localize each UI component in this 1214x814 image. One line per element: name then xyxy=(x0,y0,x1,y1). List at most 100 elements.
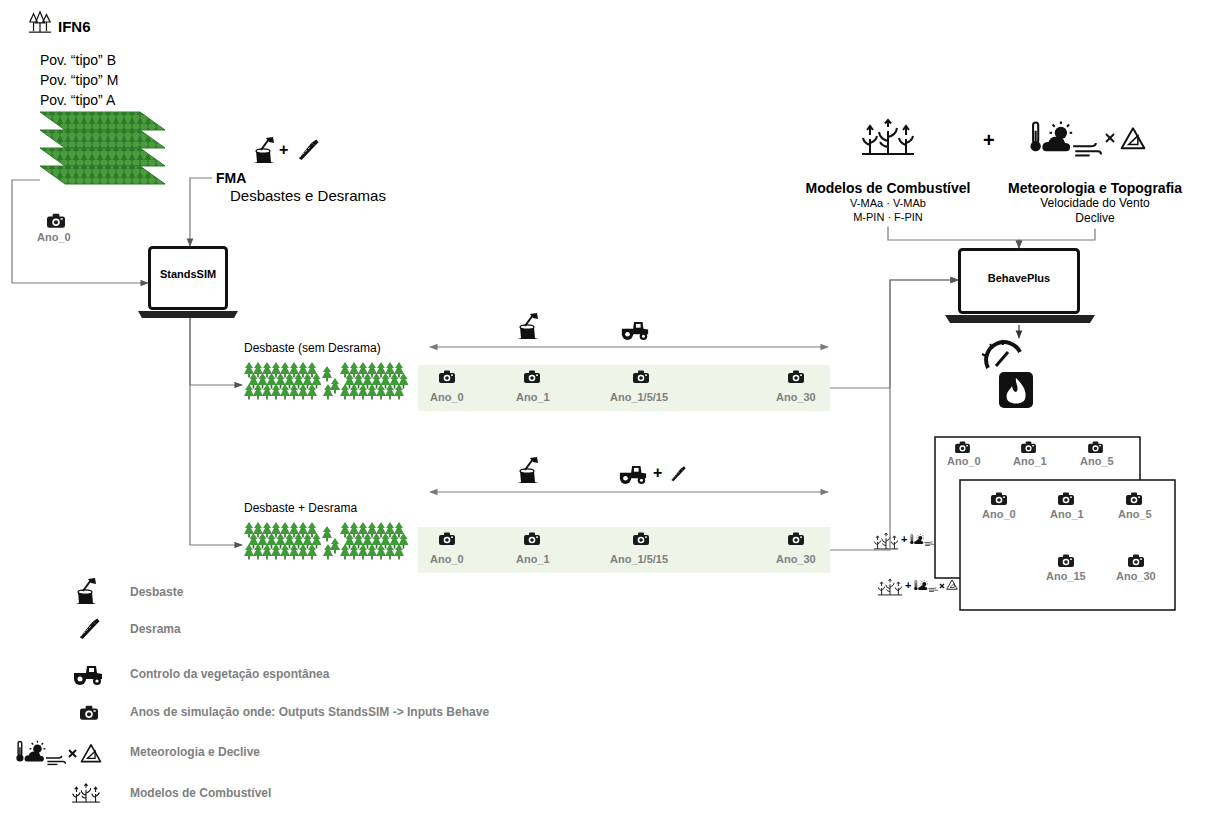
simulator-laptop: StandsSIM xyxy=(148,246,228,318)
timeline-band-text: Ano_30 xyxy=(776,391,816,404)
camera-icon xyxy=(1126,493,1142,506)
pine-tree xyxy=(323,544,333,560)
output-card-text: Ano_0 xyxy=(947,455,981,468)
pine-tree xyxy=(394,384,404,400)
pruning-icon xyxy=(671,466,685,481)
output-card-text: Ano_0 xyxy=(982,508,1016,521)
camera-icon xyxy=(80,706,98,720)
fuel-model-icon xyxy=(862,120,914,154)
pine-tree xyxy=(340,384,350,400)
output-card-text: Ano_30 xyxy=(1116,570,1156,583)
fuel-models-block-text: M-PIN · F-PIN xyxy=(806,211,971,224)
pruning-icon xyxy=(80,618,100,639)
flow-connector xyxy=(190,178,212,246)
camera-icon xyxy=(1128,555,1144,568)
camera-icon xyxy=(524,371,540,384)
camera-icon xyxy=(991,493,1007,506)
plus-sign: + xyxy=(983,129,995,152)
pine-tree xyxy=(367,384,377,400)
thinning-icon xyxy=(518,457,538,483)
timeline-band-text: Ano_1/5/15 xyxy=(610,553,668,566)
fuel-model-icon xyxy=(72,784,100,802)
timeline-band: Ano_0Ano_1Ano_1/5/15Ano_30 xyxy=(418,527,830,573)
weather-block-text: Declive xyxy=(1008,212,1182,226)
timeline-arrow xyxy=(430,346,828,347)
camera-icon xyxy=(439,533,455,546)
thinning-icon xyxy=(76,578,96,604)
pine-tree xyxy=(322,366,332,382)
weather-icon xyxy=(910,534,933,545)
pine-tree xyxy=(394,544,404,560)
thinning-icon xyxy=(254,137,274,163)
management-block-text: FMA xyxy=(216,170,246,186)
weather-icon xyxy=(1031,122,1101,156)
timeline-arrow xyxy=(430,491,828,492)
tractor-icon xyxy=(74,666,102,685)
times-sign xyxy=(1106,134,1114,142)
pine-tree xyxy=(385,384,395,400)
camera-icon xyxy=(1058,555,1074,568)
camera-icon xyxy=(1088,441,1103,453)
output-card-text: Ano_1 xyxy=(1050,508,1084,521)
pine-tree xyxy=(358,544,368,560)
flow-connector xyxy=(190,318,242,545)
management-block-text: Desbastes e Desramas xyxy=(230,187,386,204)
forest-inventory-text: Pov. “tipo” M xyxy=(40,72,118,88)
pine-tree xyxy=(262,384,272,400)
tractor-icon xyxy=(622,322,648,340)
scenario-stand-text: Desbaste + Desrama xyxy=(244,502,357,516)
pine-tree xyxy=(262,544,272,560)
pine-tree xyxy=(322,526,332,542)
forest-icon xyxy=(29,12,51,32)
legend-entry: Meteorologia e Declive xyxy=(130,746,260,760)
output-card-text: Ano_15 xyxy=(1046,570,1086,583)
pine-tree xyxy=(253,544,263,560)
pine-tree xyxy=(289,384,299,400)
pine-tree xyxy=(358,384,368,400)
pine-tree xyxy=(376,544,386,560)
camera-icon xyxy=(1058,493,1074,506)
output-card: Ano_0Ano_1Ano_5 xyxy=(935,437,1140,578)
fuel-model-icon xyxy=(878,579,902,595)
pine-tree xyxy=(376,384,386,400)
fuel-models-block-text: V-MAa · V-MAb xyxy=(806,197,971,210)
legend-entry: Controlo da vegetação espontânea xyxy=(130,668,329,682)
output-arrow xyxy=(1018,325,1019,338)
legend-entry: Modelos de Combustível xyxy=(130,787,271,801)
plus-sign: + xyxy=(901,533,907,546)
camera-icon xyxy=(633,371,649,384)
pine-tree xyxy=(307,544,317,560)
timeline-band: Ano_0Ano_1Ano_1/5/15Ano_30 xyxy=(418,365,830,411)
pine-tree xyxy=(367,544,377,560)
timeline-band-text: Ano_0 xyxy=(430,391,464,404)
legend-entry: Desbaste xyxy=(130,586,183,600)
weather-icon xyxy=(914,580,937,591)
output-card: Ano_0Ano_1Ano_5Ano_15Ano_30 xyxy=(960,480,1175,610)
timeline-band-text: Ano_1/5/15 xyxy=(610,391,668,404)
timeline-band xyxy=(418,365,830,411)
pine-tree xyxy=(298,384,308,400)
pine-tree xyxy=(280,544,290,560)
output-card-text: Ano_5 xyxy=(1080,455,1114,468)
pine-tree xyxy=(349,384,359,400)
weather-block-text: Meteorologia e Topografia xyxy=(1008,180,1182,196)
times-sign xyxy=(940,584,944,588)
thinned-stand xyxy=(244,362,409,560)
pine-tree xyxy=(385,544,395,560)
forest-inventory-text: IFN6 xyxy=(58,18,91,35)
pine-tree xyxy=(340,544,350,560)
forest-inventory-text: Pov. “tipo” A xyxy=(40,92,115,108)
forest-stack xyxy=(40,112,165,184)
flow-connector xyxy=(830,280,958,388)
flow-connector xyxy=(190,318,242,385)
pine-tree xyxy=(323,384,333,400)
timeline-band-text: Ano_30 xyxy=(776,553,816,566)
plus-sign: + xyxy=(653,464,662,482)
times-sign xyxy=(69,750,76,757)
year-label: Ano_0 xyxy=(37,231,71,244)
laptop-icon xyxy=(138,248,238,319)
pruning-icon xyxy=(299,139,319,160)
scenario-stand: Desbaste + Desrama xyxy=(242,500,412,564)
